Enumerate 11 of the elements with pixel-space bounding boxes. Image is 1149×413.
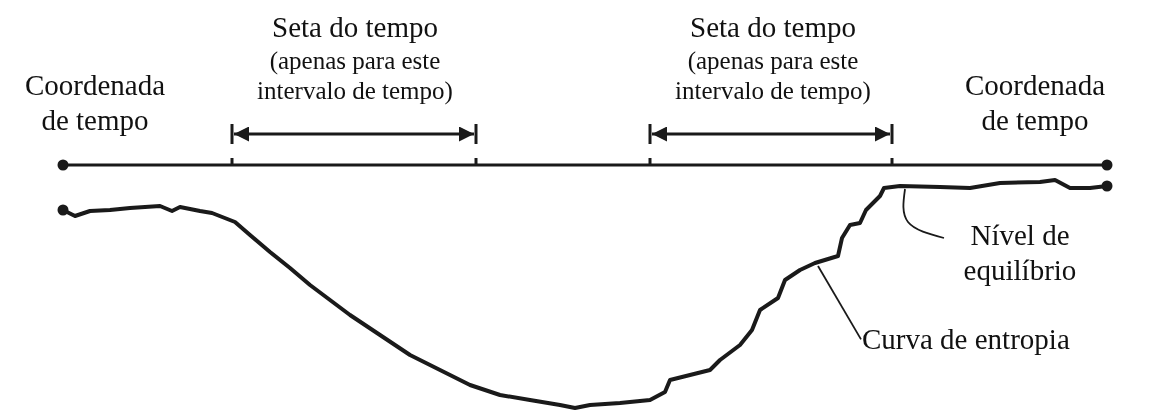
arrow-note: (apenas para este intervalo de tempo): [256, 46, 454, 106]
axis-label: Coordenada de tempo: [963, 68, 1107, 138]
leader-line: [902, 188, 945, 239]
arrow-note: (apenas para este intervalo de tempo): [674, 46, 872, 106]
axis-label: Coordenada de tempo: [23, 68, 167, 138]
entropy-curve: [57, 178, 1113, 410]
callout-label: Nível de equilíbrio: [945, 218, 1095, 288]
leader-line: [817, 265, 862, 341]
arrow-title: Seta do tempo: [271, 10, 439, 45]
callout-label: Curva de entropia: [862, 322, 1070, 357]
arrow-title: Seta do tempo: [689, 10, 857, 45]
